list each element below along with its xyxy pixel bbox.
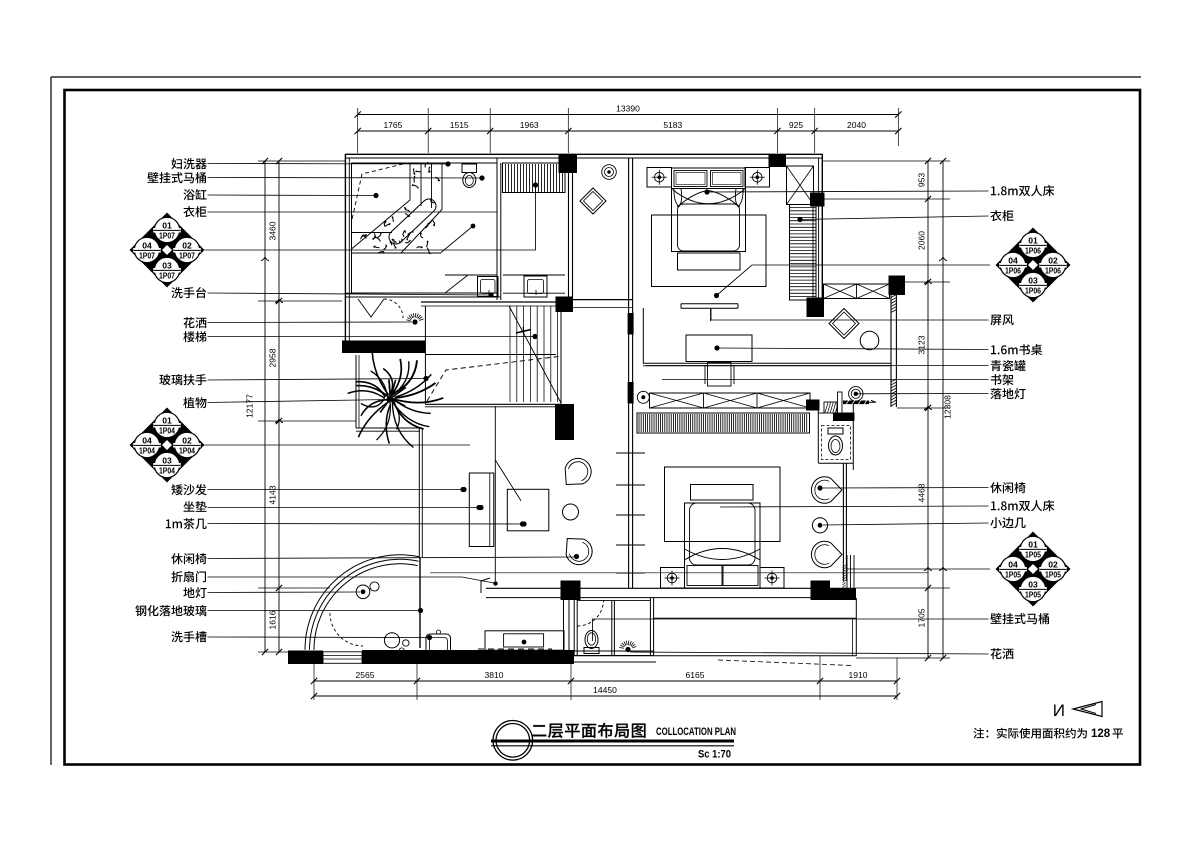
svg-text:4468: 4468 (917, 483, 927, 502)
svg-text:1P06: 1P06 (1005, 267, 1021, 276)
svg-text:1P07: 1P07 (159, 232, 175, 241)
svg-text:04: 04 (1008, 255, 1018, 265)
svg-text:1910: 1910 (849, 670, 868, 680)
svg-text:02: 02 (182, 435, 192, 445)
svg-text:1515: 1515 (450, 120, 469, 130)
svg-text:128: 128 (1091, 728, 1111, 740)
svg-text:14450: 14450 (593, 685, 617, 695)
svg-text:04: 04 (142, 240, 152, 250)
svg-text:1P05: 1P05 (1005, 571, 1021, 580)
svg-text:3460: 3460 (268, 221, 278, 240)
svg-text:1P06: 1P06 (1025, 247, 1041, 256)
svg-text:03: 03 (1028, 579, 1038, 589)
svg-text:3810: 3810 (485, 670, 504, 680)
svg-text:3123: 3123 (917, 335, 927, 354)
svg-text:01: 01 (162, 415, 172, 425)
svg-text:03: 03 (162, 260, 172, 270)
svg-text:2565: 2565 (356, 670, 375, 680)
svg-text:1P06: 1P06 (1025, 287, 1041, 296)
svg-text:04: 04 (1008, 559, 1018, 569)
svg-text:1P07: 1P07 (179, 252, 195, 261)
svg-text:Sc 1:70: Sc 1:70 (698, 749, 731, 761)
svg-text:01: 01 (1028, 235, 1038, 245)
svg-text:N: N (1053, 701, 1065, 720)
svg-text:COLLOCATION PLAN: COLLOCATION PLAN (656, 726, 736, 738)
svg-text:1P05: 1P05 (1045, 571, 1061, 580)
svg-text:13390: 13390 (616, 104, 640, 114)
svg-text:12177: 12177 (245, 394, 255, 418)
svg-text:1P04: 1P04 (159, 427, 175, 436)
svg-text:03: 03 (162, 455, 172, 465)
svg-text:02: 02 (182, 240, 192, 250)
svg-text:5183: 5183 (663, 120, 682, 130)
svg-text:01: 01 (162, 220, 172, 230)
svg-text:925: 925 (789, 120, 803, 130)
svg-text:12308: 12308 (943, 395, 953, 419)
svg-text:1P06: 1P06 (1045, 267, 1061, 276)
svg-text:1P04: 1P04 (159, 467, 175, 476)
svg-text:1P07: 1P07 (159, 272, 175, 281)
svg-text:1705: 1705 (917, 608, 927, 627)
svg-text:2958: 2958 (268, 348, 278, 367)
svg-text:2040: 2040 (847, 120, 866, 130)
svg-text:02: 02 (1048, 559, 1058, 569)
svg-text:6165: 6165 (686, 670, 705, 680)
svg-text:1616: 1616 (268, 610, 278, 629)
svg-text:1765: 1765 (383, 120, 402, 130)
svg-text:1P05: 1P05 (1025, 551, 1041, 560)
svg-text:1P04: 1P04 (139, 447, 155, 456)
svg-text:4143: 4143 (268, 485, 278, 504)
svg-text:1963: 1963 (520, 120, 539, 130)
svg-text:1P05: 1P05 (1025, 591, 1041, 600)
svg-text:1P04: 1P04 (179, 447, 195, 456)
svg-text:02: 02 (1048, 255, 1058, 265)
svg-text:03: 03 (1028, 275, 1038, 285)
svg-text:2060: 2060 (917, 231, 927, 250)
svg-text:01: 01 (1028, 539, 1038, 549)
svg-text:953: 953 (917, 173, 927, 187)
svg-text:04: 04 (142, 435, 152, 445)
svg-text:1P07: 1P07 (139, 252, 155, 261)
